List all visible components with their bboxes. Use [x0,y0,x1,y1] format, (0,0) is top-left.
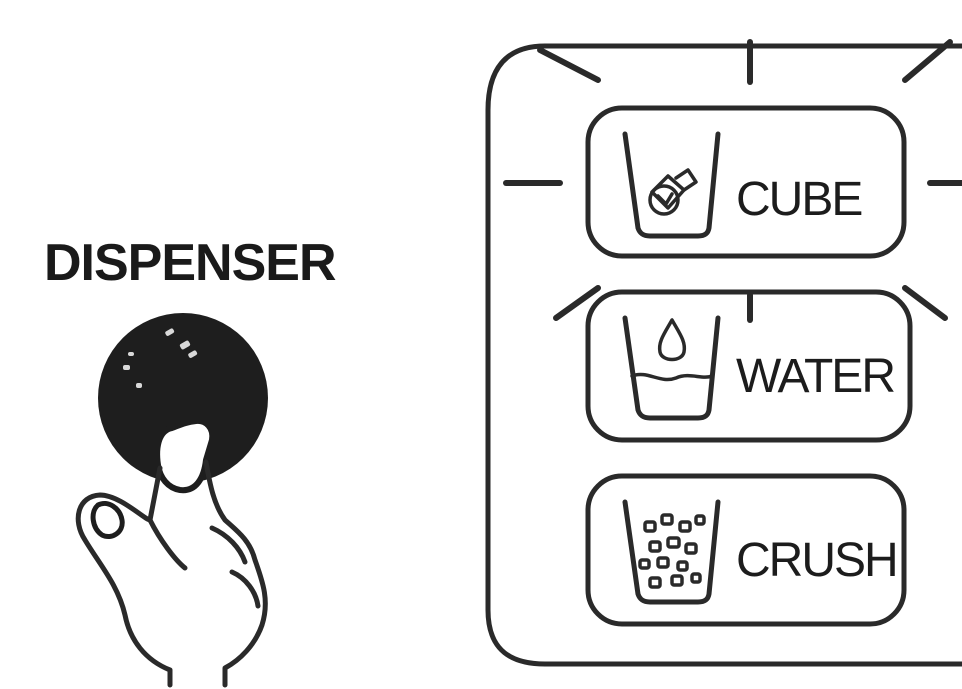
control-panel [485,43,962,667]
cube-button[interactable]: CUBE [585,105,907,259]
cube-label: CUBE [736,173,861,226]
crush-label: CRUSH [736,534,897,587]
dispenser-button-face[interactable] [98,313,268,483]
hand-pressing-button-icon [75,417,268,688]
crushed-ice-glass-icon [622,499,721,605]
water-label: WATER [736,350,894,403]
dispenser-title: DISPENSER [44,234,336,292]
crush-button[interactable]: CRUSH [585,473,907,627]
water-glass-icon [622,315,721,421]
dispenser-button[interactable] [98,313,268,483]
water-button[interactable]: WATER [585,289,913,443]
button-highlight-icon [123,328,198,388]
ice-cube-glass-icon [622,131,721,239]
selected-indicator-rays [503,39,962,323]
